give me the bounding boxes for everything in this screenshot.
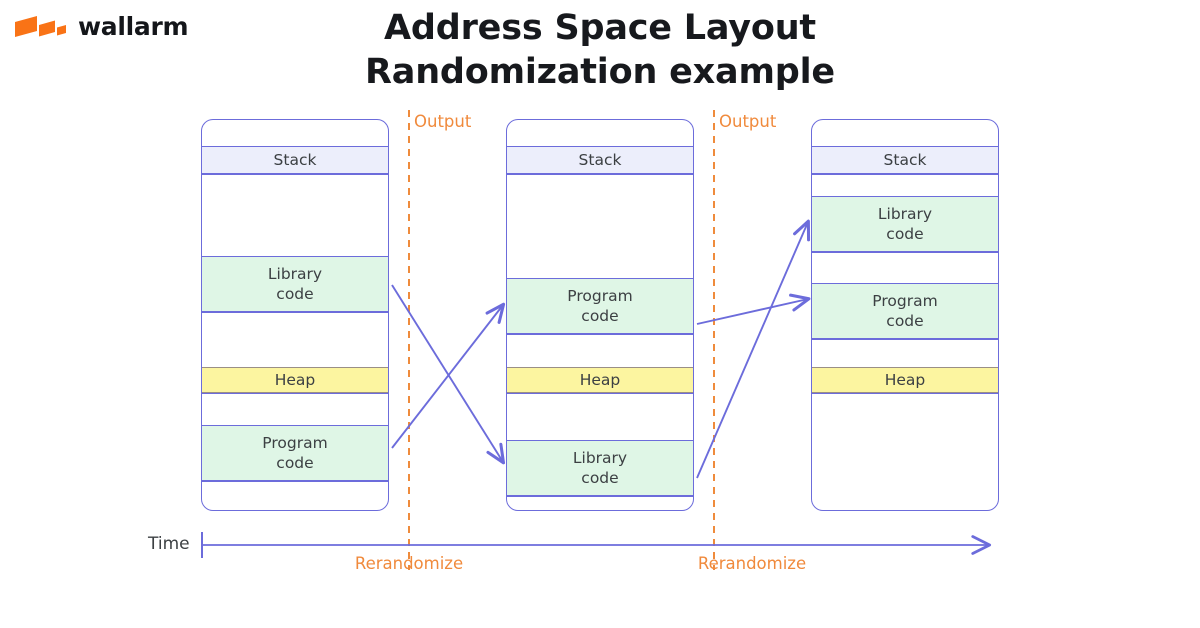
- band-label: Library: [572, 448, 628, 467]
- band-label: Heap: [274, 370, 316, 389]
- divider: [812, 339, 998, 340]
- band-label: Program: [872, 291, 938, 310]
- band-stack: Stack: [202, 146, 388, 174]
- band-label: Program: [262, 433, 328, 452]
- page-title: Address Space Layout Randomization examp…: [0, 6, 1200, 94]
- band-library-code: Library code: [507, 440, 693, 496]
- band-label: Stack: [273, 150, 317, 169]
- divider: [507, 174, 693, 175]
- rerandomize-label-1: Rerandomize: [354, 554, 464, 573]
- output-label-1: Output: [414, 112, 472, 131]
- band-label: Heap: [884, 370, 926, 389]
- band-program-code: Program code: [507, 278, 693, 334]
- divider: [202, 481, 388, 482]
- memory-column-snapshot-1: Stack Library code Heap Program code: [201, 119, 389, 511]
- band-label-line2: code: [276, 285, 314, 303]
- arrow-library-to-top: [696, 219, 811, 479]
- memory-column-snapshot-3: Stack Library code Program code Heap: [811, 119, 999, 511]
- divider: [507, 393, 693, 394]
- band-label: Library: [877, 204, 933, 223]
- band-label: Program: [567, 286, 633, 305]
- time-axis-label: Time: [148, 534, 190, 554]
- band-heap: Heap: [507, 367, 693, 393]
- brand-name: wallarm: [78, 12, 189, 41]
- arrow-program-to-program: [696, 293, 811, 325]
- arrow-library-to-programslot: [391, 284, 506, 465]
- page-title-line-2: Randomization example: [365, 52, 835, 93]
- band-heap: Heap: [812, 367, 998, 393]
- divider: [507, 334, 693, 335]
- band-stack: Stack: [507, 146, 693, 174]
- divider: [202, 393, 388, 394]
- band-label-line2: code: [886, 225, 924, 243]
- divider: [202, 312, 388, 313]
- band-label: Stack: [578, 150, 622, 169]
- divider: [507, 496, 693, 497]
- band-label-line2: code: [581, 307, 619, 325]
- band-label: Library: [267, 264, 323, 283]
- divider: [202, 174, 388, 175]
- page-title-line-1: Address Space Layout: [384, 8, 816, 48]
- band-program-code: Program code: [812, 283, 998, 339]
- arrow-program-to-libraryslot: [391, 302, 506, 449]
- divider: [812, 393, 998, 394]
- band-label: Heap: [579, 370, 621, 389]
- band-program-code: Program code: [202, 425, 388, 481]
- band-label-line2: code: [276, 454, 314, 472]
- output-label-2: Output: [719, 112, 777, 131]
- brand-logo: wallarm: [14, 12, 189, 41]
- rerandomize-label-2: Rerandomize: [697, 554, 807, 573]
- band-heap: Heap: [202, 367, 388, 393]
- memory-column-snapshot-2: Stack Program code Heap Library code: [506, 119, 694, 511]
- wallarm-bolt-logo-icon: [15, 15, 66, 37]
- band-label: Stack: [883, 150, 927, 169]
- band-label-line2: code: [886, 312, 924, 330]
- divider: [812, 252, 998, 253]
- band-label-line2: code: [581, 469, 619, 487]
- band-library-code: Library code: [202, 256, 388, 312]
- band-stack: Stack: [812, 146, 998, 174]
- divider: [812, 174, 998, 175]
- band-library-code: Library code: [812, 196, 998, 252]
